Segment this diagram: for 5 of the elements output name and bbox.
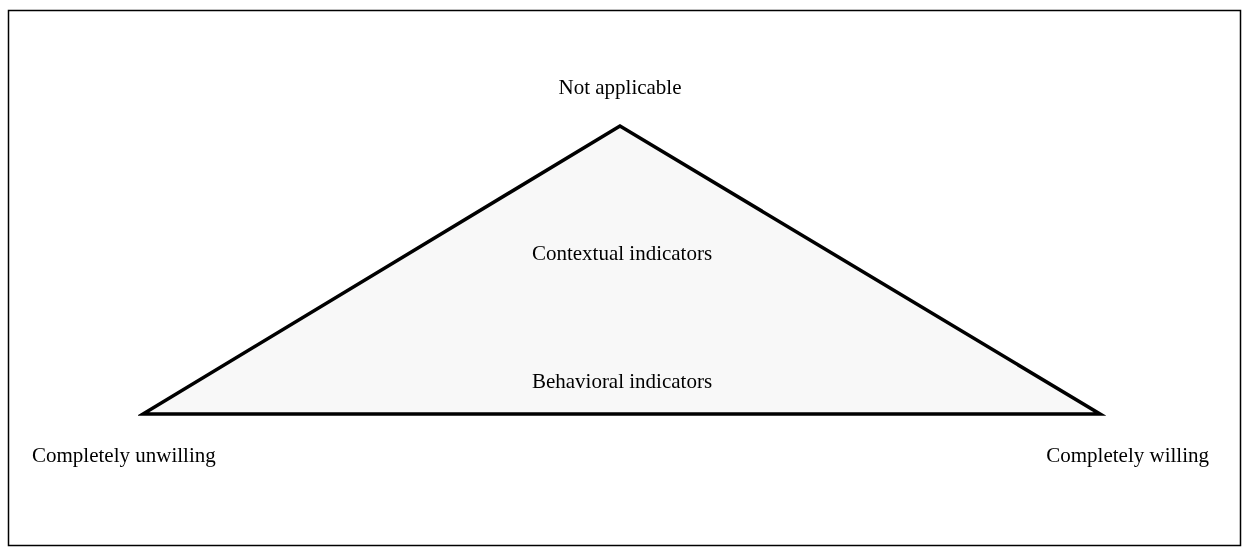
apex-label: Not applicable xyxy=(558,76,682,100)
triangle-label: Contextual indicators xyxy=(531,242,713,266)
left-end-label: Completely unwilling xyxy=(32,444,216,468)
triangle-label: Behavioral indicators xyxy=(531,370,713,394)
right-end-label: Completely willing xyxy=(1046,444,1209,468)
